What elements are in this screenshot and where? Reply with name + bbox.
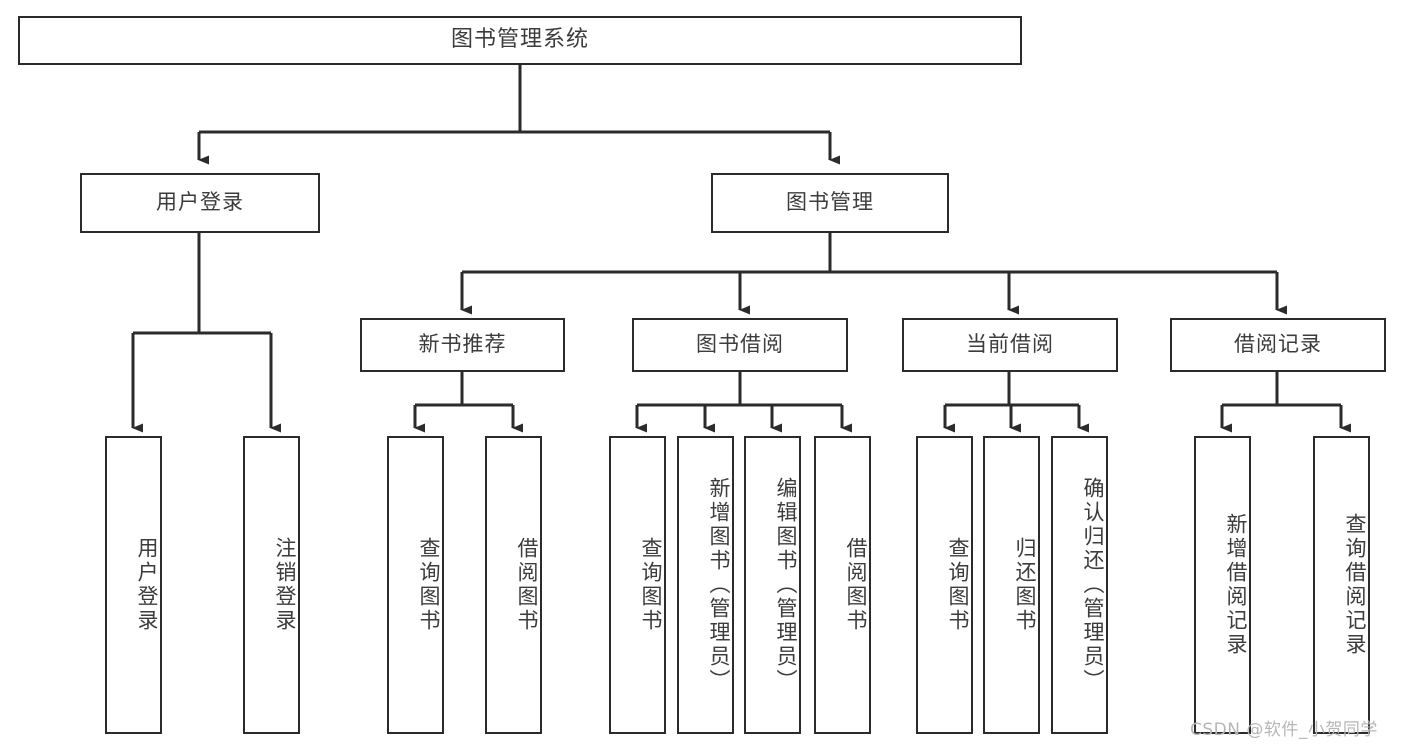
leaf-new-book-borrow-book[interactable]: 借阅图书 bbox=[485, 436, 542, 734]
node-new-book-recommend[interactable]: 新书推荐 bbox=[360, 318, 565, 372]
node-label: 用户登录 bbox=[135, 537, 159, 633]
node-label: 确认归还（管理员） bbox=[1081, 477, 1105, 693]
node-label: 新增图书（管理员） bbox=[707, 477, 731, 693]
leaf-current-borrow-confirm-return-admin[interactable]: 确认归还（管理员） bbox=[1051, 436, 1108, 734]
node-root-book-management-system[interactable]: 图书管理系统 bbox=[18, 16, 1022, 65]
node-label: 新增借阅记录 bbox=[1224, 513, 1248, 657]
node-label: 借阅图书 bbox=[844, 537, 868, 633]
leaf-book-borrow-add-book-admin[interactable]: 新增图书（管理员） bbox=[677, 436, 734, 734]
node-label: 图书借阅 bbox=[696, 332, 784, 357]
node-label: 借阅记录 bbox=[1234, 332, 1322, 357]
node-book-management[interactable]: 图书管理 bbox=[711, 173, 949, 233]
node-label: 借阅图书 bbox=[515, 537, 539, 633]
node-label: 归还图书 bbox=[1013, 537, 1037, 633]
node-borrow-record[interactable]: 借阅记录 bbox=[1170, 318, 1386, 372]
node-label: 当前借阅 bbox=[966, 332, 1054, 357]
node-current-borrow[interactable]: 当前借阅 bbox=[902, 318, 1118, 372]
leaf-borrow-record-add-record[interactable]: 新增借阅记录 bbox=[1194, 436, 1251, 734]
node-label: 查询借阅记录 bbox=[1343, 513, 1367, 657]
node-label: 图书管理 bbox=[786, 190, 874, 215]
node-label: 查询图书 bbox=[946, 537, 970, 633]
node-label: 注销登录 bbox=[273, 537, 297, 633]
leaf-book-borrow-query-book[interactable]: 查询图书 bbox=[609, 436, 666, 734]
node-label: 用户登录 bbox=[156, 190, 244, 215]
node-user-login[interactable]: 用户登录 bbox=[80, 173, 320, 233]
leaf-user-login-logout[interactable]: 注销登录 bbox=[243, 436, 300, 734]
leaf-book-borrow-edit-book-admin[interactable]: 编辑图书（管理员） bbox=[744, 436, 801, 734]
leaf-book-borrow-borrow-book[interactable]: 借阅图书 bbox=[814, 436, 871, 734]
node-label: 图书管理系统 bbox=[450, 27, 589, 53]
leaf-borrow-record-query-record[interactable]: 查询借阅记录 bbox=[1313, 436, 1370, 734]
node-label: 查询图书 bbox=[639, 537, 663, 633]
leaf-current-borrow-query-book[interactable]: 查询图书 bbox=[916, 436, 973, 734]
node-label: 查询图书 bbox=[417, 537, 441, 633]
node-label: 新书推荐 bbox=[418, 332, 507, 357]
leaf-new-book-query-book[interactable]: 查询图书 bbox=[387, 436, 444, 734]
leaf-current-borrow-return-book[interactable]: 归还图书 bbox=[983, 436, 1040, 734]
node-label: 编辑图书（管理员） bbox=[774, 477, 798, 693]
leaf-user-login-login[interactable]: 用户登录 bbox=[105, 436, 162, 734]
node-book-borrow[interactable]: 图书借阅 bbox=[632, 318, 848, 372]
